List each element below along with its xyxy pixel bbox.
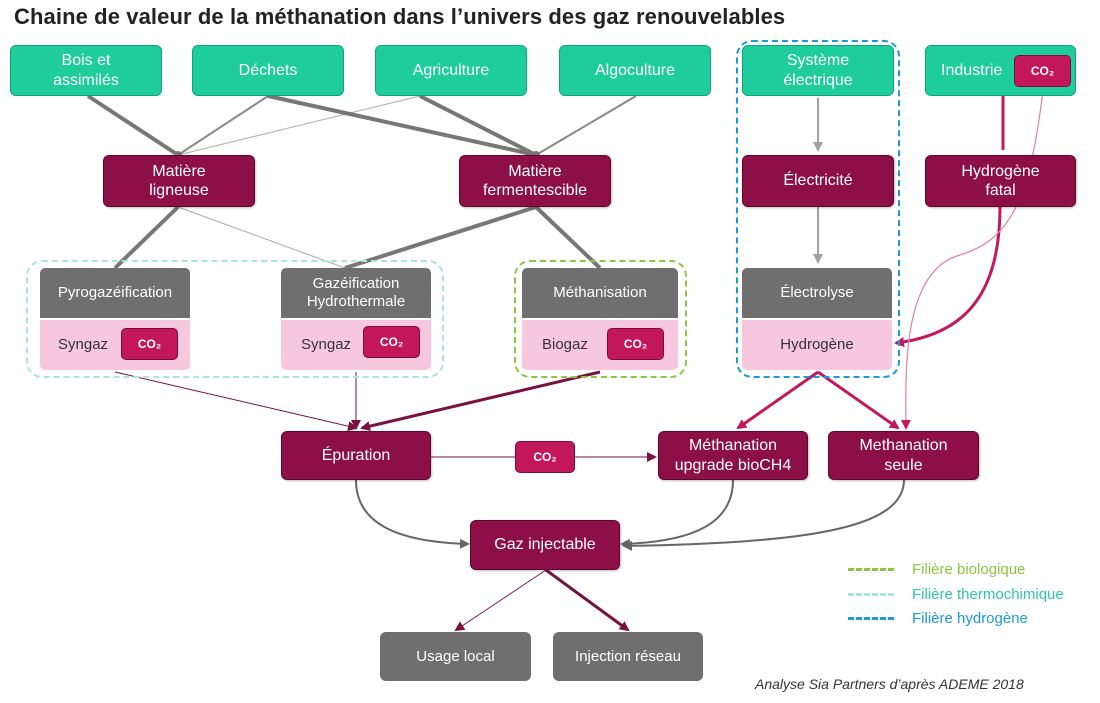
link-gaz-usagelocal	[454, 569, 547, 632]
step-methanation-seule: Methanation seule	[828, 431, 979, 480]
link-bois-ligneuse	[86, 94, 180, 157]
source-bois: Bois et assimilés	[10, 45, 162, 96]
link-ferment-gazeif	[344, 205, 537, 270]
process-methanisation: Méthanisation	[522, 268, 678, 318]
hydrogene-fatal-box: Hydrogène fatal	[925, 155, 1076, 207]
co2-badge-syngaz-1: CO₂	[121, 328, 178, 360]
link-methupgrade-gaz	[620, 479, 734, 549]
legend-label-hydrogene: Filière hydrogène	[912, 610, 1028, 627]
legend-dash-biologique	[848, 568, 894, 571]
output-hydrogene: Hydrogène	[742, 320, 892, 370]
matiere-ligneuse: Matière ligneuse	[103, 155, 255, 207]
link-dechets-ligneuse	[177, 95, 269, 156]
electricite-box: Électricité	[742, 155, 894, 207]
co2-badge-syngaz-2: CO₂	[363, 326, 420, 358]
matiere-fermentescible: Matière fermentescible	[459, 155, 611, 207]
legend-biologique: Filière biologique	[848, 561, 1025, 578]
co2-badge-biogaz: CO₂	[607, 328, 664, 360]
source-agriculture: Agriculture	[375, 45, 527, 96]
link-methseule-gaz	[622, 479, 905, 551]
link-industrie-methseule	[900, 89, 1044, 430]
link-ligneuse-pyro	[113, 205, 180, 270]
step-usage-local: Usage local	[380, 632, 531, 681]
step-injection-reseau: Injection réseau	[553, 632, 703, 681]
legend-label-thermochimique: Filière thermochimique	[912, 586, 1064, 603]
process-pyrogazeification: Pyrogazéification	[40, 268, 190, 318]
source-algoculture: Algoculture	[559, 45, 711, 96]
group-hydrogene	[736, 40, 900, 378]
link-gaz-injection	[545, 568, 630, 632]
legend-dash-hydrogene	[848, 617, 894, 620]
step-methanation-upgrade: Méthanation upgrade bioCH4	[658, 431, 808, 480]
source-caption: Analyse Sia Partners d’après ADEME 2018	[755, 676, 1024, 692]
page-title: Chaine de valeur de la méthanation dans …	[14, 4, 786, 29]
legend-thermochimique: Filière thermochimique	[848, 586, 1064, 603]
step-epuration: Épuration	[281, 431, 431, 480]
co2-badge-industrie: CO₂	[1014, 55, 1071, 87]
link-biogaz-epuration	[360, 370, 601, 432]
source-systeme-electrique: Système électrique	[742, 45, 894, 96]
industrie-label: Industrie	[941, 61, 1003, 79]
link-ferment-methanisation	[534, 205, 602, 270]
legend-label-biologique: Filière biologique	[912, 561, 1026, 578]
process-gazeification-hydrothermale: Gazéification Hydrothermale	[281, 268, 431, 318]
process-electrolyse: Électrolyse	[742, 268, 892, 318]
source-dechets: Déchets	[192, 45, 344, 96]
link-epuration-gaz	[355, 479, 470, 549]
link-algoculture-ferment	[535, 95, 637, 156]
group-thermochimique	[26, 260, 444, 378]
group-biologique	[514, 260, 687, 378]
link-agriculture-ligneuse	[177, 95, 421, 156]
link-hydrogene-methupgrade	[736, 370, 819, 430]
link-dechets-ferment	[267, 94, 537, 157]
legend-hydrogene: Filière hydrogène	[848, 610, 1028, 627]
legend-dash-thermochimique	[848, 593, 894, 596]
step-gaz-injectable: Gaz injectable	[470, 520, 620, 570]
link-agriculture-ferment	[419, 94, 537, 157]
link-hydrogene-methseule	[817, 370, 900, 430]
co2-badge-epuration: CO₂	[515, 441, 575, 473]
link-syngaz1-epuration	[114, 371, 358, 432]
link-ligneuse-gazeif	[177, 206, 346, 269]
link-industrie-hydrogene	[896, 96, 1005, 343]
